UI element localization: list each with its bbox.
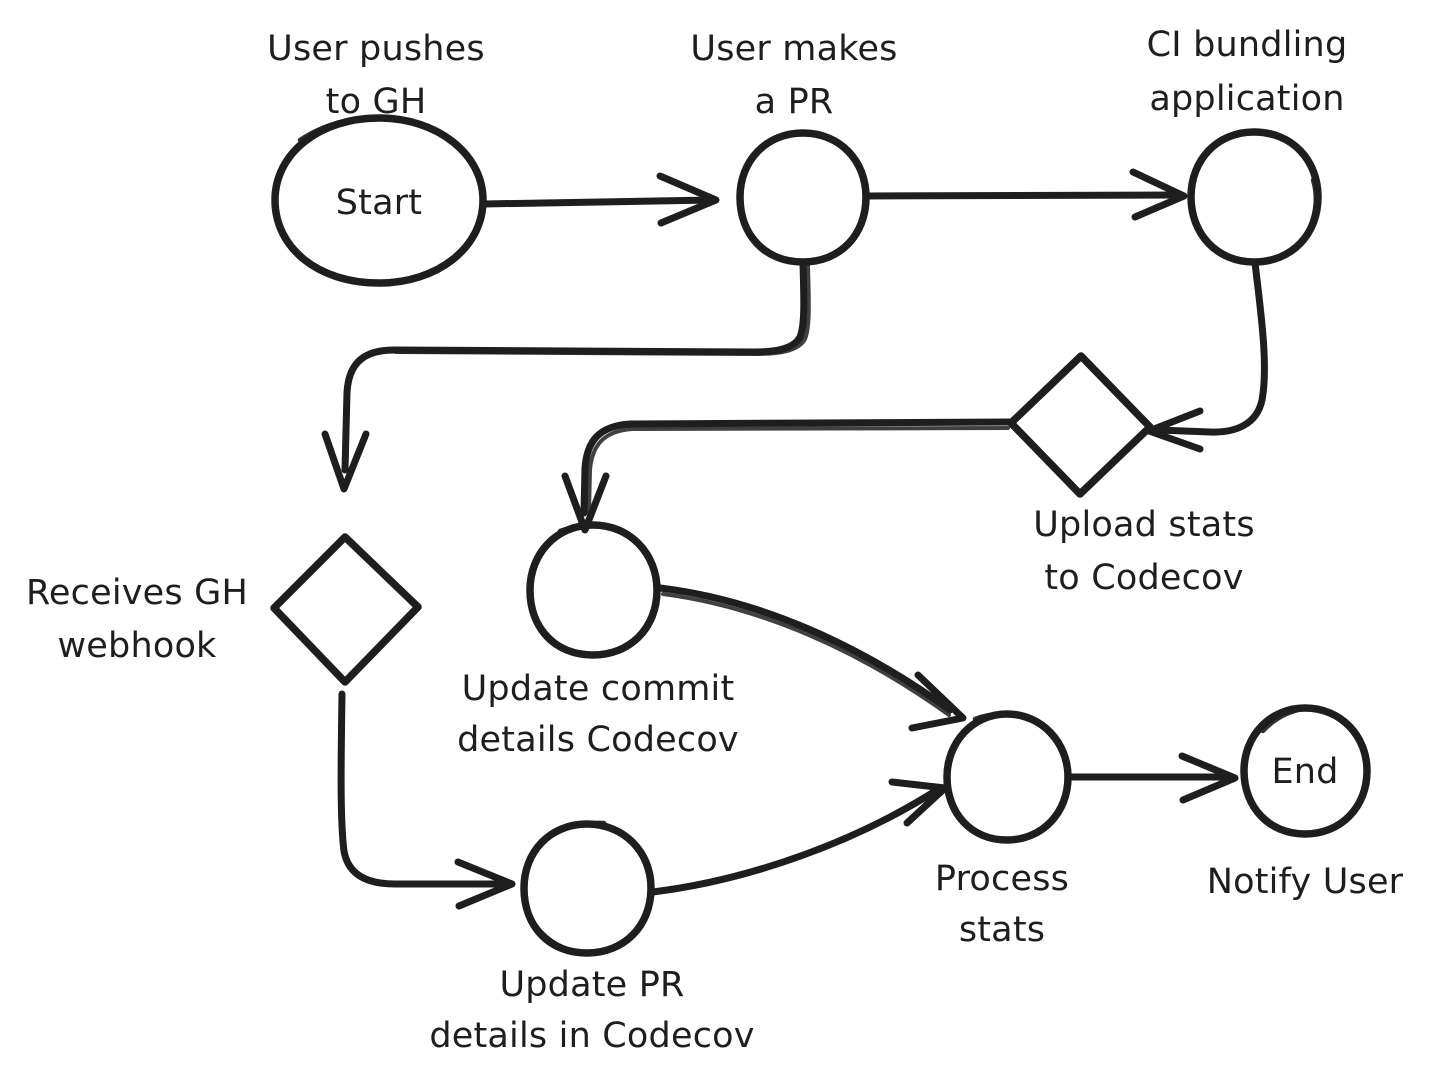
edge-pr-to-ci [864,168,1188,221]
node-update-pr[interactable] [520,820,655,957]
edge-ci-to-upload [1145,259,1268,453]
node-ci-bundling[interactable] [1187,128,1322,266]
node-end-inner-label: End [1271,752,1338,792]
label-webhook-line2: webhook [57,626,217,666]
label-ci-line2: application [1149,79,1344,119]
node-inner-text-layer: Start End [336,183,1339,792]
node-start[interactable] [271,114,487,287]
node-labels-layer: User pushes to GH User makes a PR CI bun… [26,25,1404,1056]
edges-layer [321,168,1268,910]
label-upload-line2: to Codecov [1044,558,1243,598]
node-upload-stats[interactable] [1007,352,1154,498]
label-end-line1: Notify User [1207,862,1404,902]
label-process-line1: Process [935,859,1069,899]
label-start-line2: to GH [326,82,427,122]
node-update-commit[interactable] [526,521,661,659]
label-start-line1: User pushes [267,29,485,69]
label-update-pr-line1: Update PR [499,965,684,1005]
label-upload-stats: Upload stats to Codecov [1033,505,1255,598]
label-update-pr-line2: details in Codecov [429,1016,754,1056]
label-process-stats: Process stats [935,859,1069,950]
label-update-commit-line2: details Codecov [457,720,739,760]
edge-upload-to-update-commit [561,418,1014,534]
label-user-makes-pr: User makes a PR [690,29,897,122]
label-pr-line2: a PR [755,82,834,122]
label-pr-line1: User makes [690,29,897,69]
label-receives-webhook: Receives GH webhook [26,573,248,666]
edge-pr-to-webhook [321,259,811,493]
label-update-pr: Update PR details in Codecov [429,965,754,1056]
node-start-inner-label: Start [336,183,423,223]
node-end[interactable] [1240,704,1371,838]
edge-webhook-to-update-pr [337,690,516,910]
label-ci-line1: CI bundling [1147,25,1348,65]
label-end: Notify User [1207,862,1404,902]
edge-update-commit-to-process [656,584,967,732]
label-upload-line1: Upload stats [1033,505,1255,545]
label-webhook-line1: Receives GH [26,573,248,613]
label-ci-bundling: CI bundling application [1147,25,1348,119]
node-process-stats[interactable] [943,710,1072,844]
label-update-commit-line1: Update commit [462,669,735,709]
label-update-commit: Update commit details Codecov [457,669,739,760]
label-process-line2: stats [959,910,1045,950]
nodes-layer [270,114,1371,957]
edge-start-to-pr [480,172,720,227]
node-user-makes-pr[interactable] [736,129,870,266]
node-receives-webhook[interactable] [270,533,422,686]
edge-process-to-end [1064,752,1239,804]
label-start: User pushes to GH [267,29,485,122]
edge-update-pr-to-process [649,778,949,896]
